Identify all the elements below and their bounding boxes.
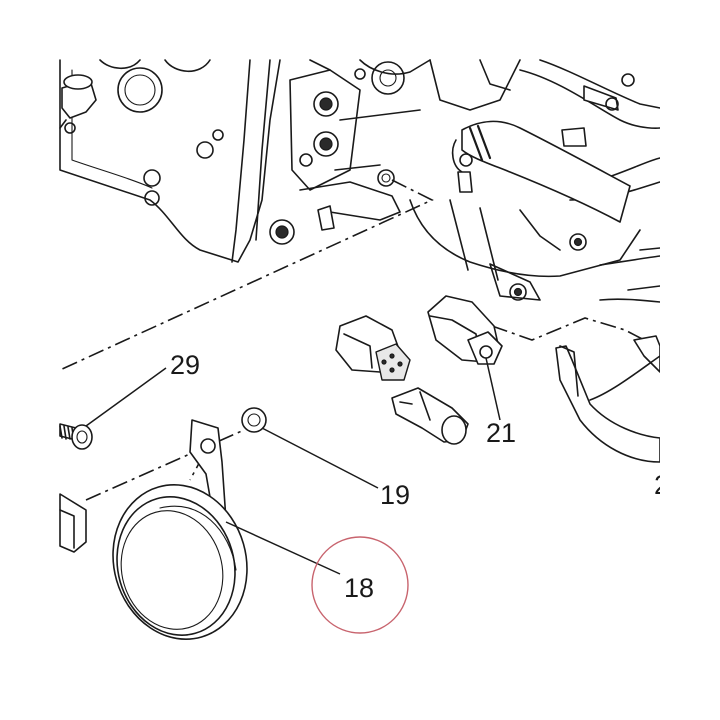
highlight-circle [311, 536, 409, 634]
crop-mask-left [0, 0, 58, 720]
callout-18: 18 [344, 573, 374, 603]
guard-bracket [555, 335, 661, 463]
crop-mask-top [0, 0, 720, 58]
bolt-29 [59, 423, 93, 450]
frame-tab [59, 493, 87, 553]
callout-29: 29 [170, 350, 200, 380]
callout-19: 19 [380, 480, 410, 510]
callout-labels: 29 21 19 18 2 [170, 350, 669, 603]
nut-19 [241, 407, 267, 433]
engine-block [59, 59, 661, 303]
wiring-connector-21 [427, 295, 503, 365]
crop-mask-right [660, 0, 720, 720]
horn-18 [112, 419, 248, 640]
leader-lines [85, 357, 501, 575]
wiring-connector-pair [335, 315, 469, 445]
callout-21: 21 [486, 418, 516, 448]
